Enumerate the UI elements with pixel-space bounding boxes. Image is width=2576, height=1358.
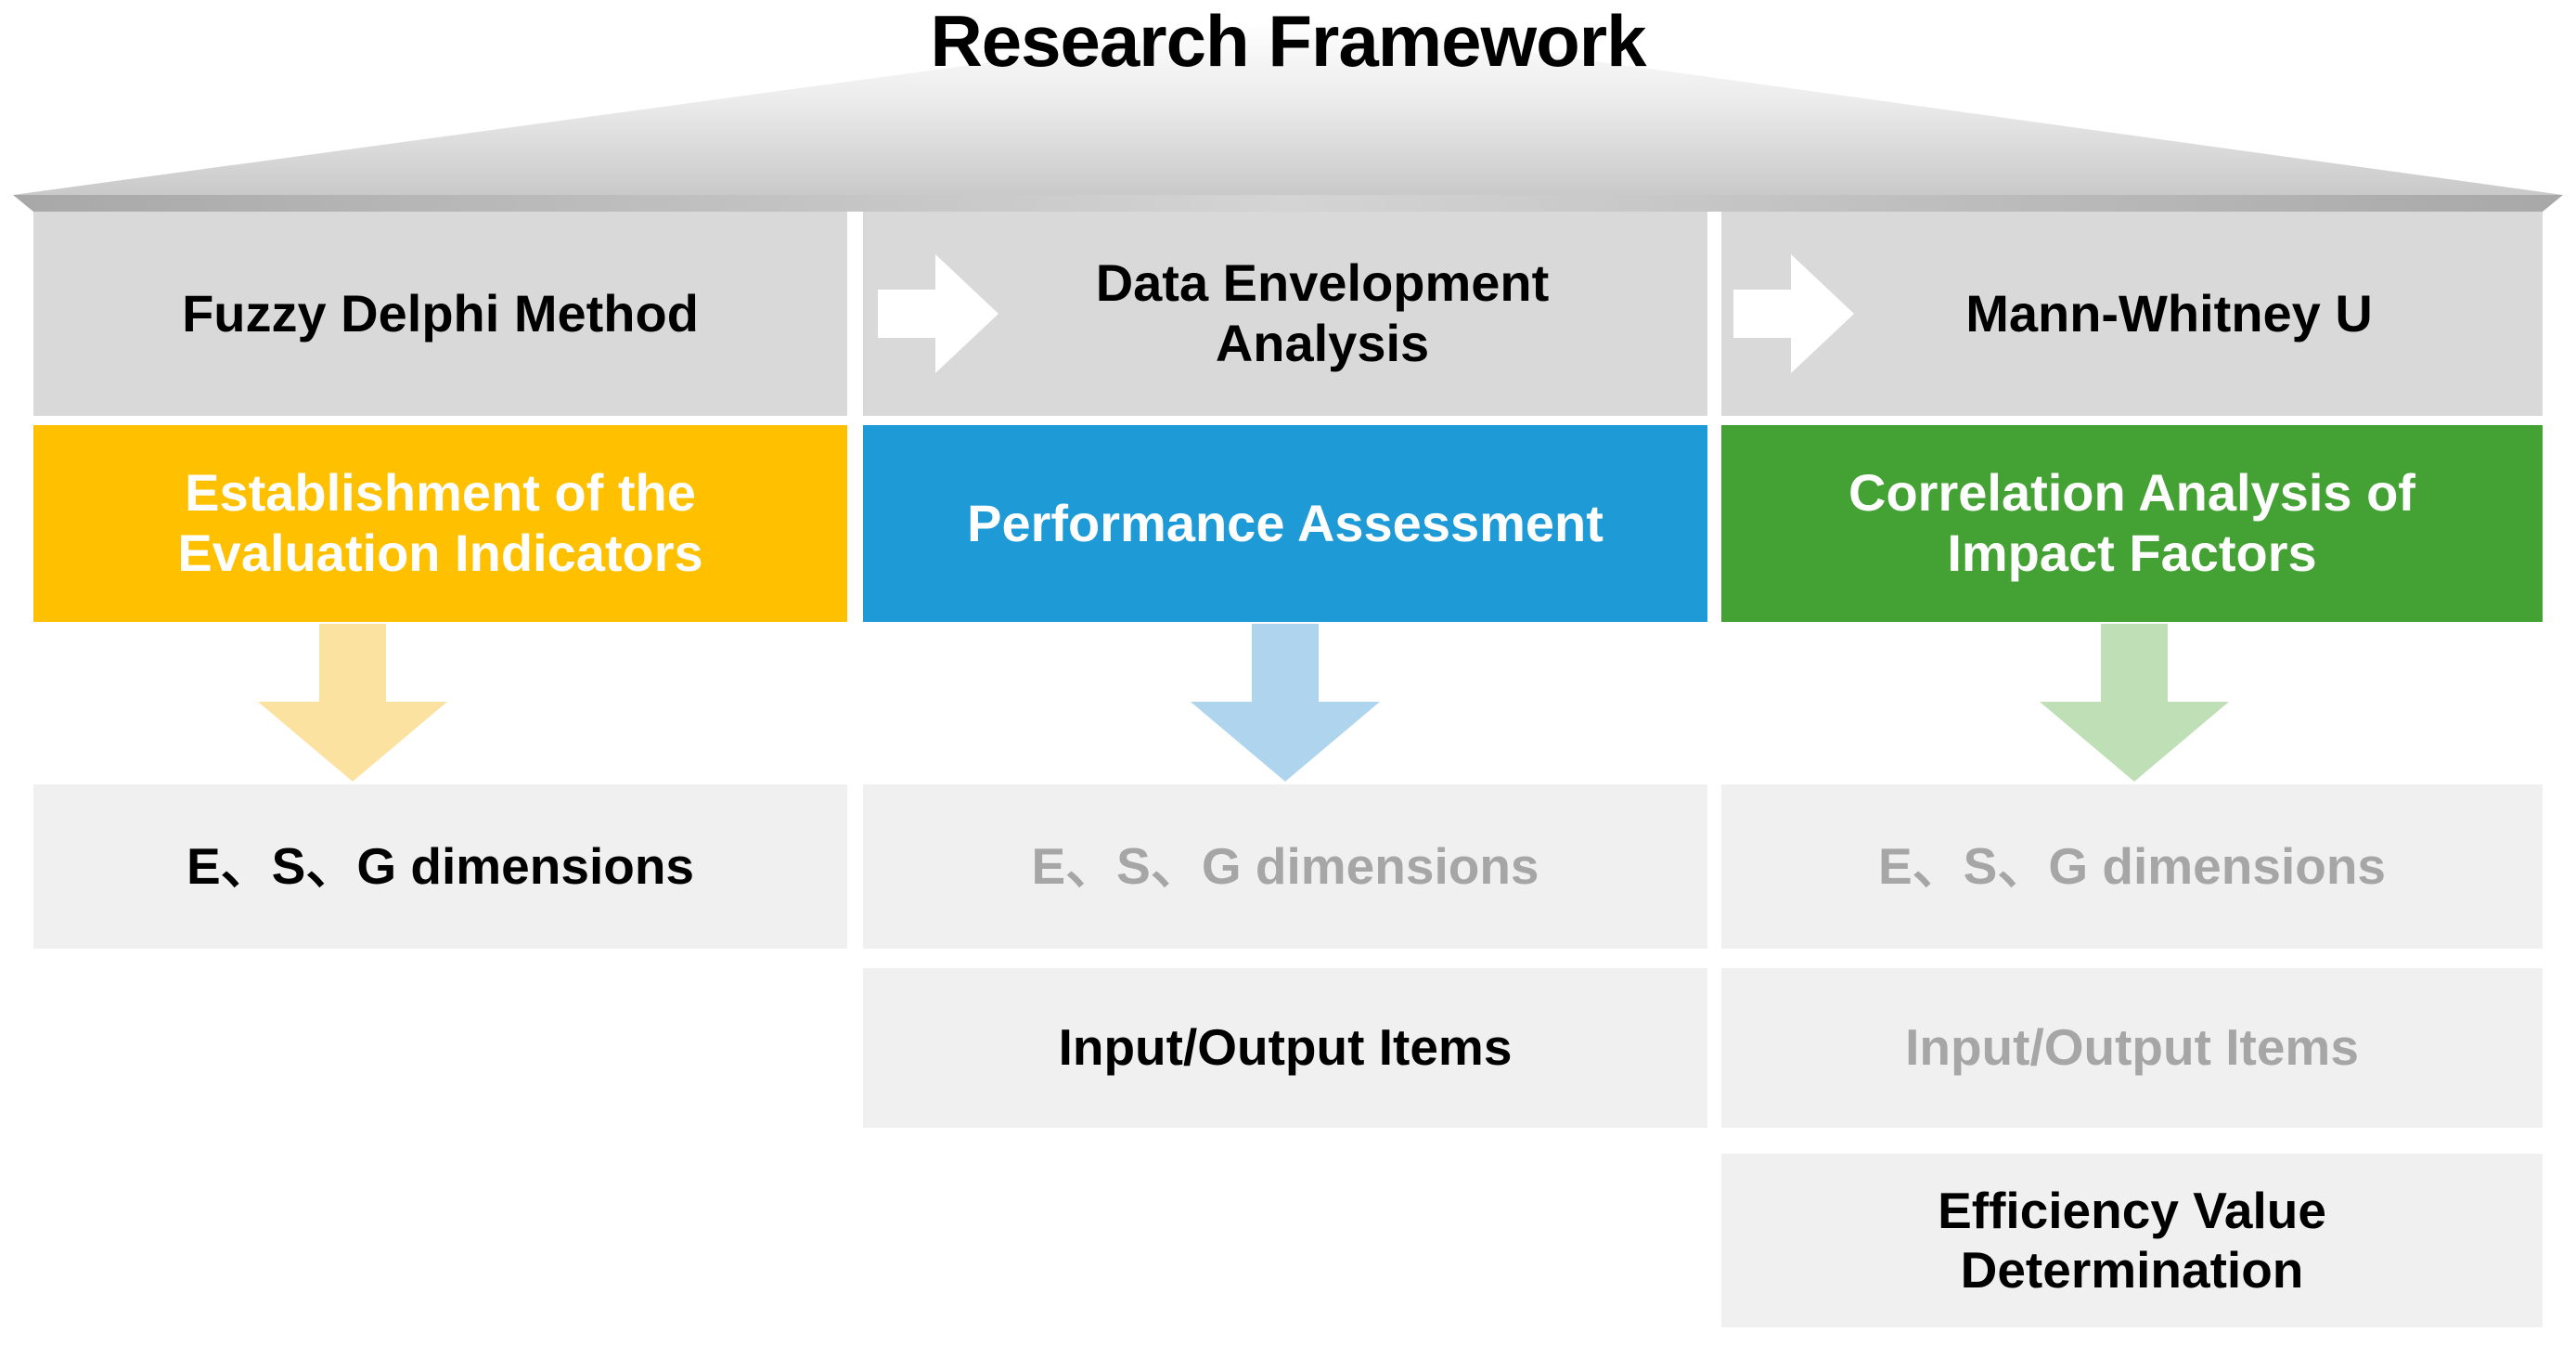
stage-band-line1: Establishment of the (185, 463, 696, 523)
output-label-line2: Determination (1960, 1240, 2304, 1299)
output-box-input-output-items-col2[interactable]: Input/Output Items (863, 968, 1707, 1128)
method-header-label: Mann-Whitney U (1965, 283, 2373, 343)
stage-band-label: Establishment of the Evaluation Indicato… (177, 463, 702, 584)
method-header-fuzzy-delphi[interactable]: Fuzzy Delphi Method (33, 212, 847, 416)
method-header-line1: Data Envelopment (1095, 253, 1550, 313)
method-header-line2: Analysis (1215, 314, 1430, 372)
output-label: Input/Output Items (1058, 1018, 1513, 1077)
page-title: Research Framework (930, 0, 1646, 82)
output-label: E、S、G dimensions (1031, 836, 1539, 895)
down-arrow-yellow (258, 624, 447, 782)
output-label-line1: Efficiency Value (1938, 1181, 2326, 1239)
output-box-esg-dimensions-col2[interactable]: E、S、G dimensions (863, 784, 1707, 949)
output-box-input-output-items-col3[interactable]: Input/Output Items (1721, 968, 2543, 1128)
output-box-esg-dimensions-col3[interactable]: E、S、G dimensions (1721, 784, 2543, 949)
method-header-mann-whitney-u[interactable]: Mann-Whitney U (1721, 212, 2543, 416)
stage-band-establishment[interactable]: Establishment of the Evaluation Indicato… (33, 425, 847, 622)
output-label: E、S、G dimensions (1877, 836, 2387, 895)
stage-band-label: Correlation Analysis of Impact Factors (1848, 463, 2415, 584)
chevron-right-icon-col2 (878, 254, 998, 373)
stage-band-correlation-analysis[interactable]: Correlation Analysis of Impact Factors (1721, 425, 2543, 622)
method-header-label: Fuzzy Delphi Method (182, 283, 699, 343)
stage-band-line2: Evaluation Indicators (177, 524, 703, 582)
output-label: E、S、G dimensions (186, 836, 695, 895)
stage-band-performance-assessment[interactable]: Performance Assessment (863, 425, 1707, 622)
output-label: Efficiency Value Determination (1938, 1182, 2326, 1300)
output-label: Input/Output Items (1905, 1018, 2359, 1077)
output-box-efficiency-value-determination[interactable]: Efficiency Value Determination (1721, 1154, 2543, 1327)
stage-band-label: Performance Assessment (967, 493, 1604, 552)
down-arrow-blue (1191, 624, 1380, 782)
method-header-label: Data Envelopment Analysis (1022, 253, 1550, 374)
down-arrow-green (2040, 624, 2229, 782)
stage-band-line1: Correlation Analysis of (1848, 463, 2415, 523)
output-box-esg-dimensions-col1[interactable]: E、S、G dimensions (33, 784, 847, 949)
pyramid-backdrop (13, 20, 2563, 212)
method-header-data-envelopment-analysis[interactable]: Data Envelopment Analysis (863, 212, 1707, 416)
stage-band-line2: Impact Factors (1947, 524, 2317, 582)
chevron-right-icon-col3 (1733, 254, 1854, 373)
